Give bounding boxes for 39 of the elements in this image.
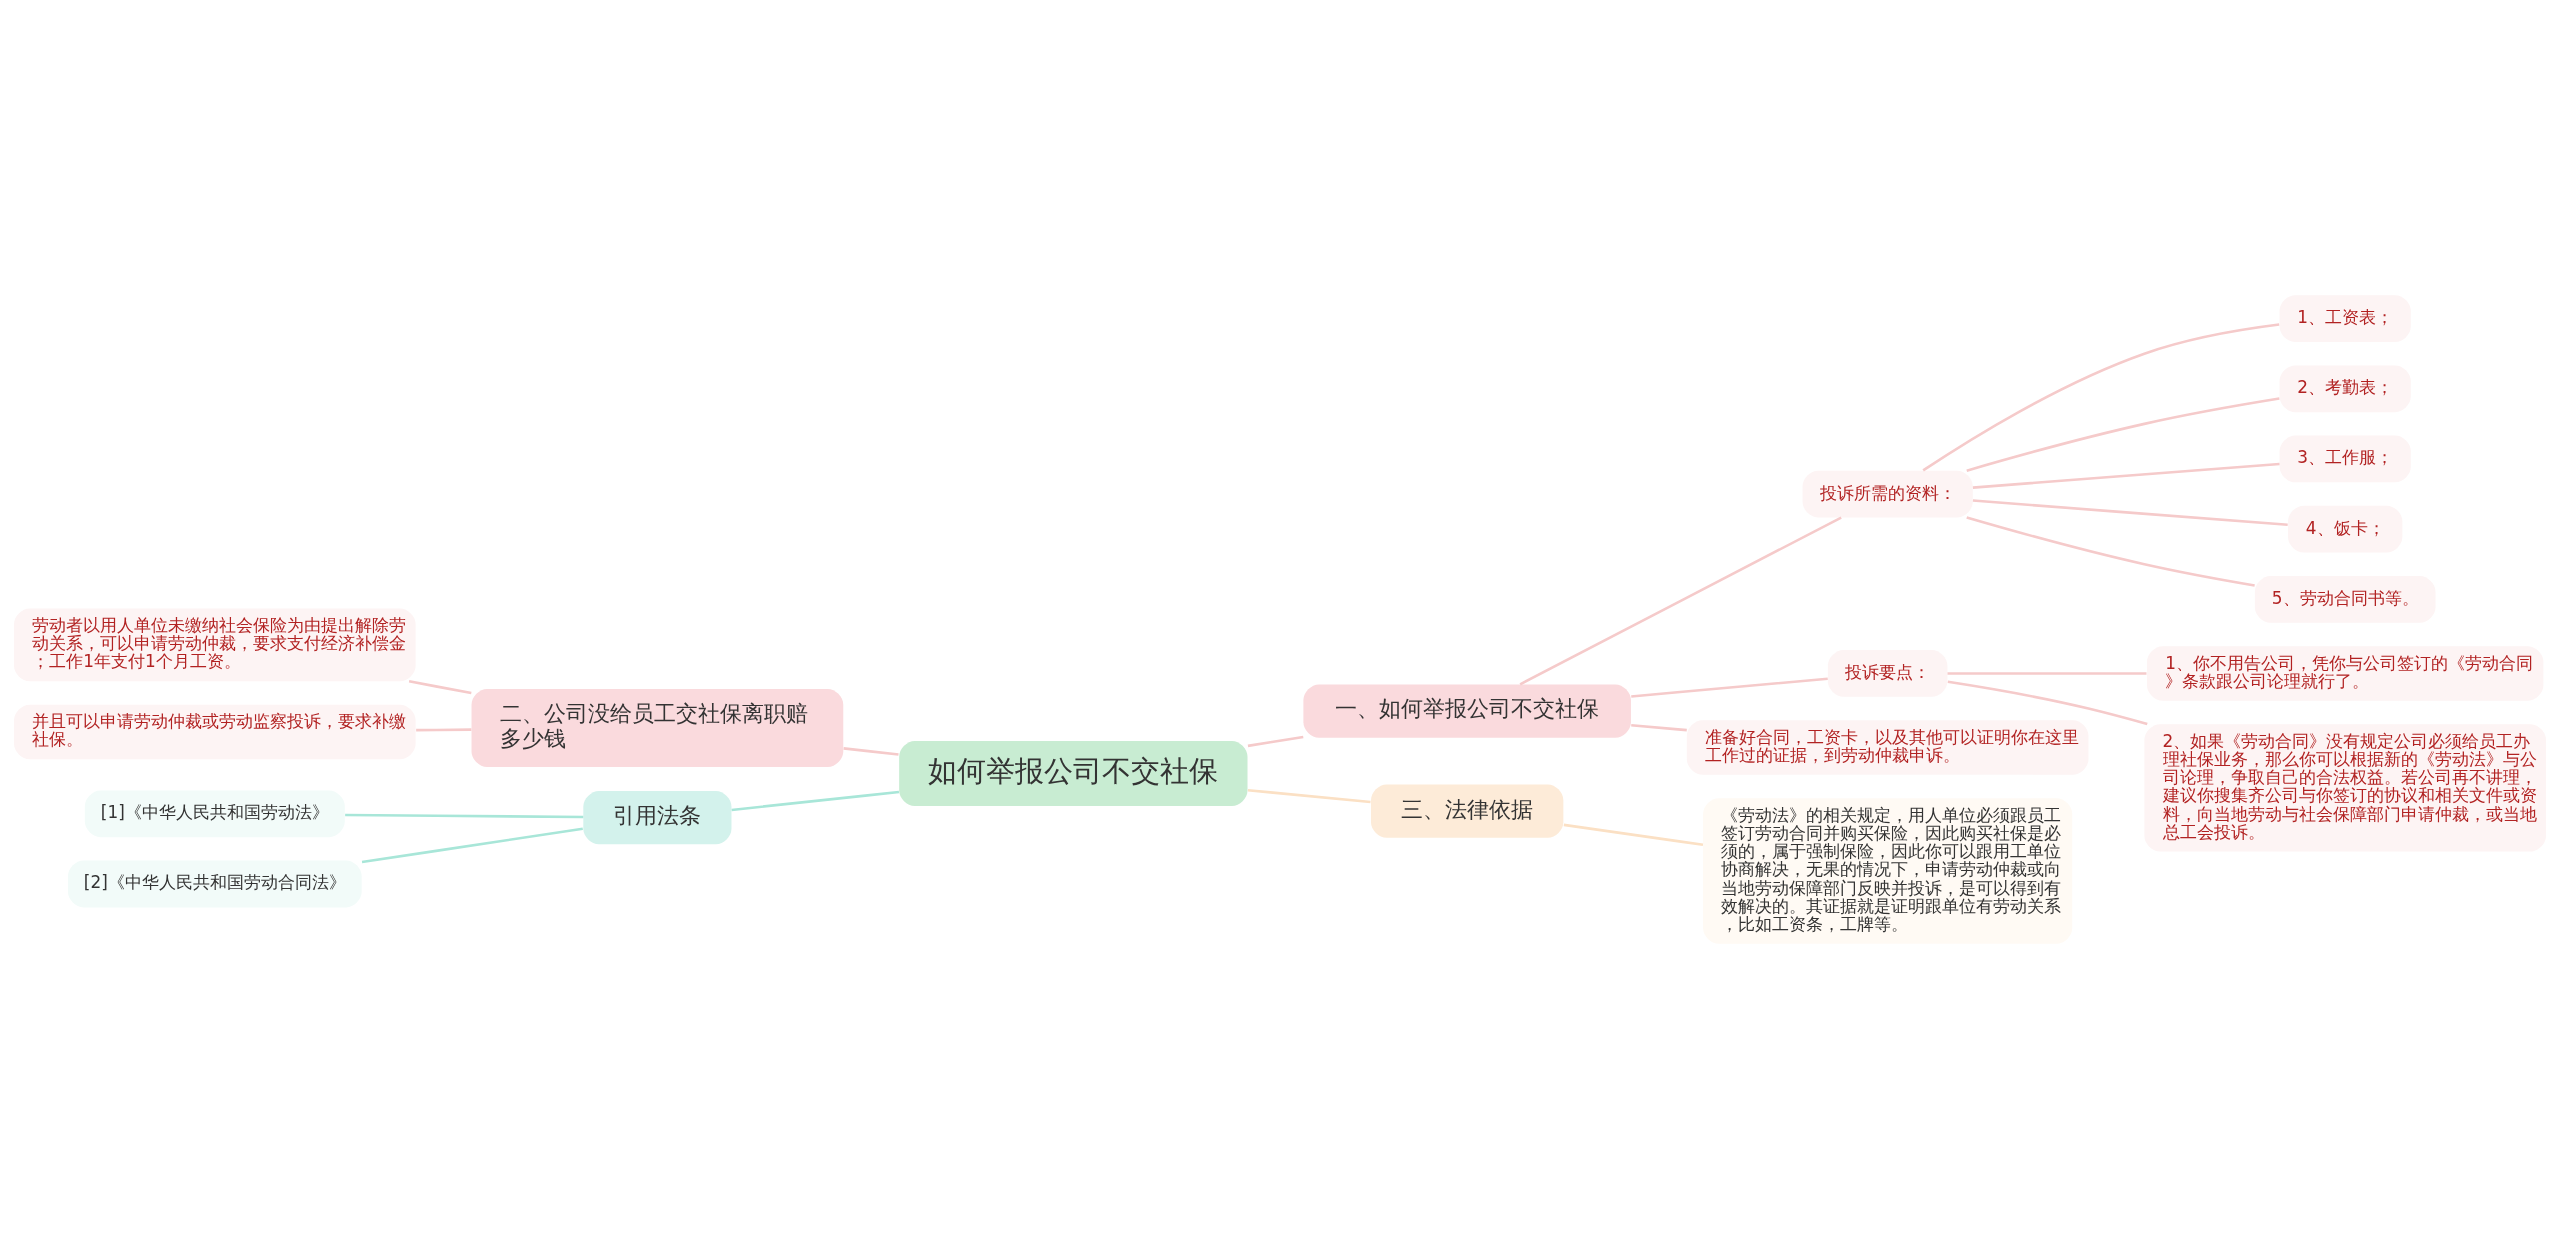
node-box: 准备好合同，工资卡，以及其他可以证明你在这里工作过的证据，到劳动仲裁申诉。 — [1686, 720, 2089, 775]
connector — [361, 827, 583, 864]
node-box: 1、你不用告公司，凭你与公司签订的《劳动合同》条款跟公司论理就行了。 — [2146, 646, 2544, 701]
connector — [416, 728, 472, 732]
connector — [1247, 788, 1371, 804]
connector — [731, 790, 900, 812]
node-box: 劳动者以用人单位未缴纳社会保险为由提出解除劳动关系，可以申请劳动仲裁，要求支付经济补偿金；工作1年支付1个月工资。 — [14, 608, 416, 682]
node-box: 投诉所需的资料： — [1802, 470, 1973, 518]
node-box: 三、法律依据 — [1371, 784, 1564, 838]
connector — [1972, 462, 2280, 489]
node-box: 如何举报公司不交社保 — [899, 741, 1248, 806]
connector — [1922, 323, 2280, 472]
node-box: [2]《中华人民共和国劳动合同法》 — [67, 860, 362, 908]
node-box: 二、公司没给员工交社保离职赔多少钱 — [471, 689, 844, 768]
node-box: 4、饭卡； — [2288, 505, 2403, 553]
connector — [1631, 724, 1687, 732]
connector — [1947, 680, 2148, 726]
connector — [1972, 499, 2288, 527]
node-box: 《劳动法》的相关规定，用人单位必须跟员工签订劳动合同并购买保险，因此购买社保是必须的，属于强制保险，因此你可以跟用工单位协商解决，无果的情况下，申请劳动仲裁或向当地劳动保障部门反映并投诉，是可以得到有效解决的。其证据就是证明跟单位有劳动关系，比如工资条，工牌等。 — [1703, 798, 2073, 944]
connector — [408, 680, 472, 695]
connector — [1247, 735, 1304, 748]
node-box: 1、工资表； — [2279, 295, 2411, 342]
node-box: [1]《中华人民共和国劳动法》 — [84, 790, 345, 838]
connector — [1519, 516, 1842, 686]
node-box: 2、如果《劳动合同》没有规定公司必须给员工办理社保业务，那么你可以根据新的《劳动法》与公司论理，争取自己的合法权益。若公司再不讲理，建议你搜集齐公司与你签订的协议和相关文件或资料，向当地劳动与社会保障部门申请仲裁，或当地总工会投诉。 — [2144, 724, 2546, 852]
connector — [1631, 677, 1828, 698]
node-box: 投诉要点： — [1827, 650, 1948, 697]
node-box: 3、工作服； — [2279, 435, 2411, 483]
connector — [1966, 397, 2280, 472]
connector — [345, 813, 584, 819]
node-box: 并且可以申请劳动仲裁或劳动监察投诉，要求补缴社保。 — [14, 704, 416, 760]
node-box: 5、劳动合同书等。 — [2254, 575, 2436, 623]
node-box: 2、考勤表； — [2279, 365, 2411, 413]
connector — [1966, 516, 2255, 587]
node-box: 引用法条 — [583, 791, 732, 845]
connector — [1563, 823, 1704, 847]
connector — [843, 747, 899, 756]
node-box: 一、如何举报公司不交社保 — [1303, 684, 1631, 738]
connector — [1947, 672, 2147, 675]
